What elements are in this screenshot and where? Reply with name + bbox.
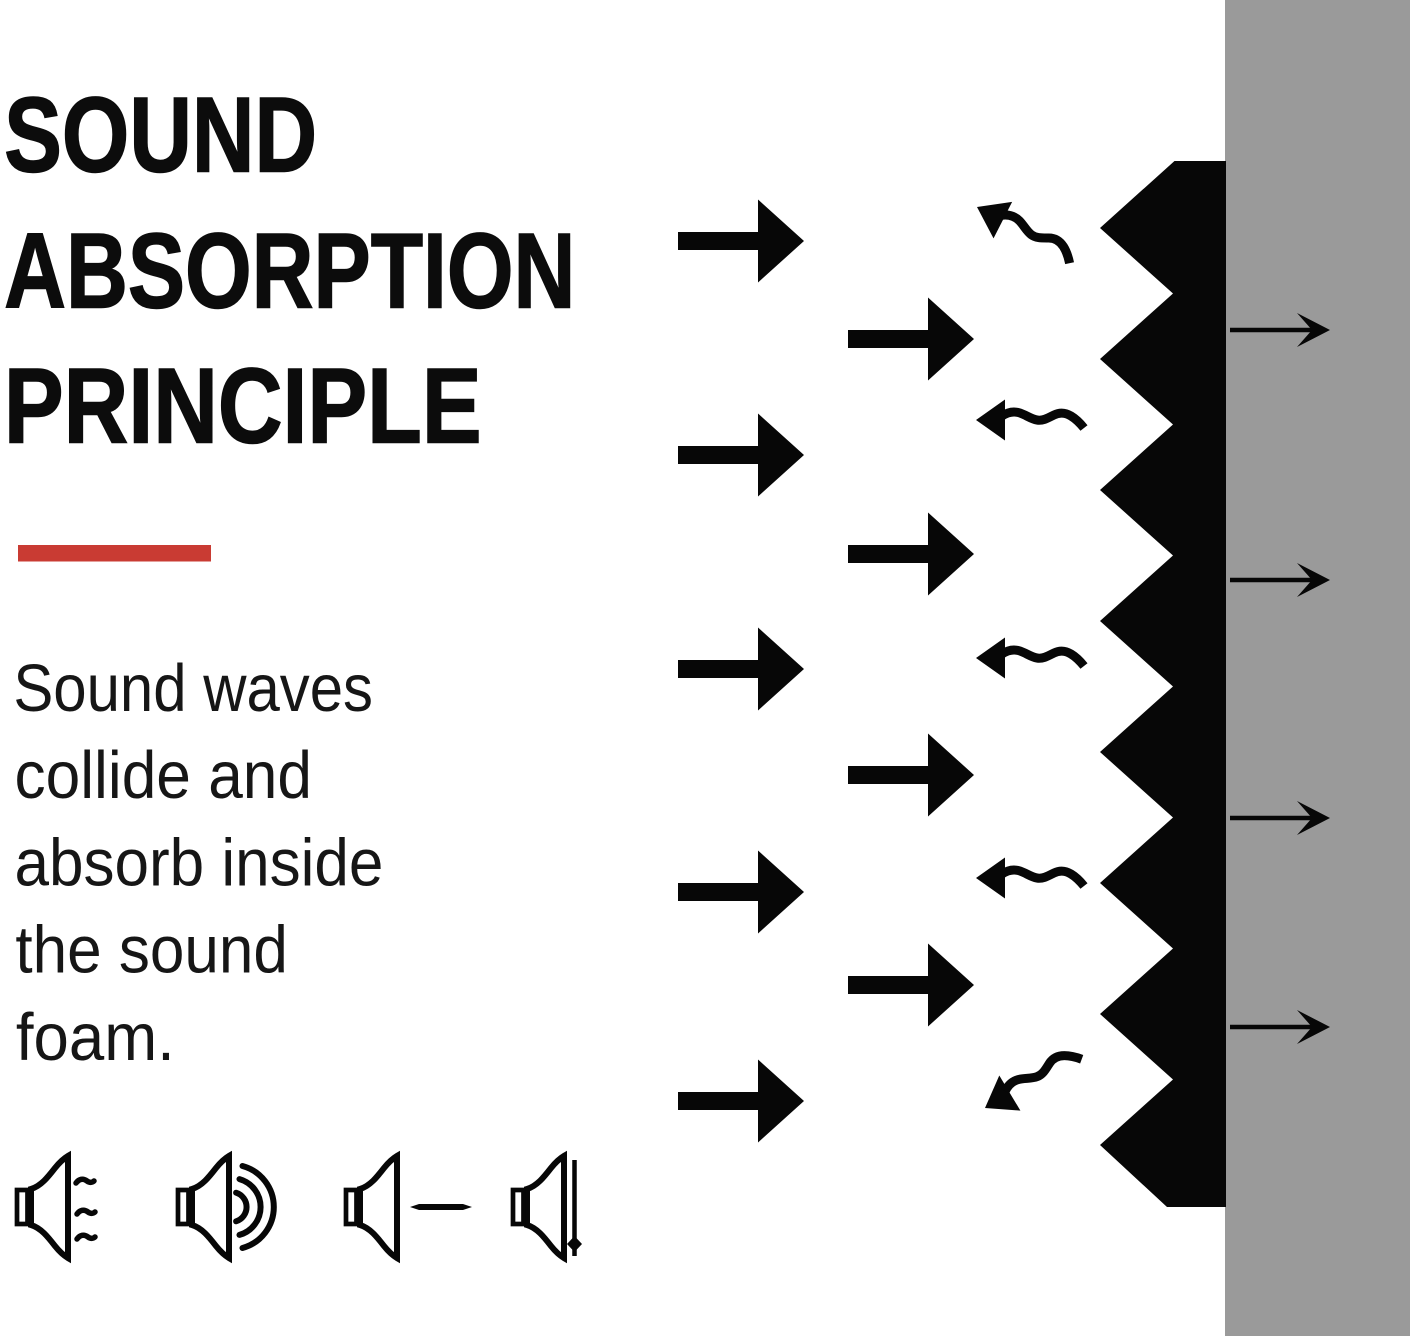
svg-text:PRINCIPLE: PRINCIPLE [4, 346, 482, 465]
svg-text:foam.: foam. [16, 1000, 175, 1075]
svg-text:collide and: collide and [15, 738, 313, 812]
svg-text:ABSORPTION: ABSORPTION [4, 210, 575, 330]
svg-text:Sound waves: Sound waves [13, 652, 373, 726]
svg-text:absorb inside: absorb inside [14, 825, 383, 899]
svg-text:the sound: the sound [15, 913, 287, 987]
svg-text:SOUND: SOUND [4, 75, 317, 195]
